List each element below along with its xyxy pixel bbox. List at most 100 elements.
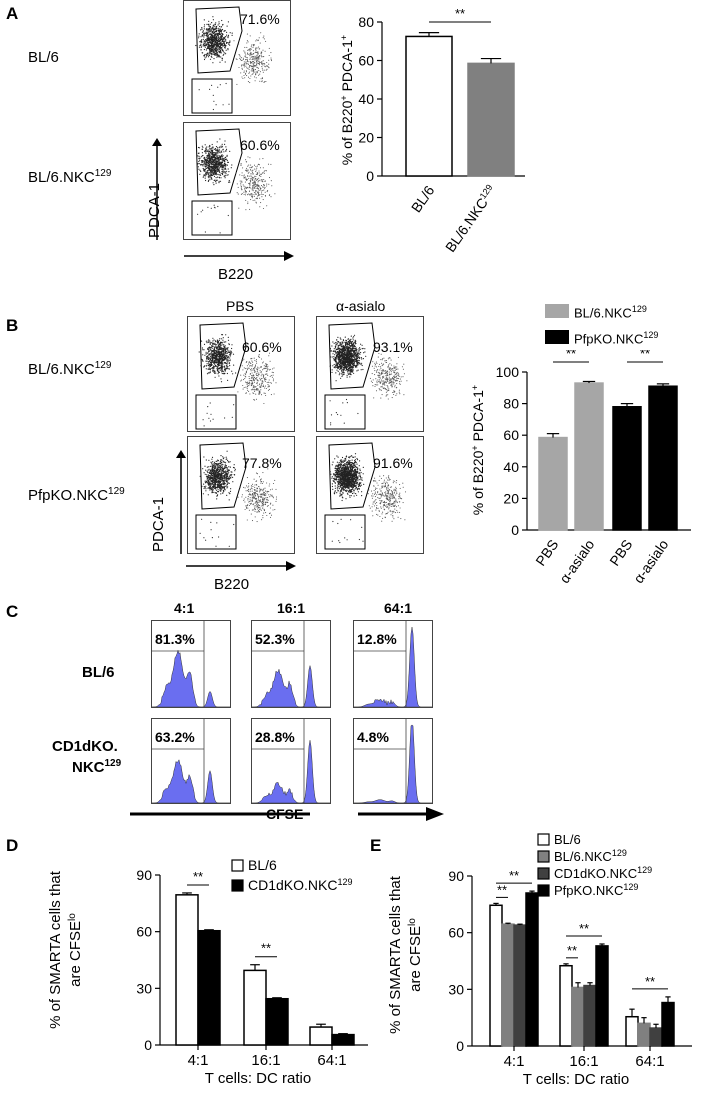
dot: [358, 357, 360, 359]
dot: [359, 353, 361, 355]
dot: [239, 180, 241, 182]
dot: [272, 374, 274, 376]
dot: [348, 350, 350, 352]
dot: [202, 419, 204, 421]
dot: [400, 376, 402, 378]
dot: [360, 351, 362, 354]
dot: [397, 372, 399, 374]
dot: [256, 185, 258, 187]
dot: [353, 344, 355, 346]
dot: [221, 173, 224, 175]
dot: [219, 36, 221, 39]
dotplot: [324, 322, 408, 430]
dot: [227, 357, 229, 359]
dot: [254, 177, 257, 179]
dot: [350, 356, 352, 358]
dot: [220, 355, 222, 357]
dot: [253, 76, 256, 78]
dot: [245, 161, 247, 163]
dot: [377, 356, 379, 358]
dot: [210, 351, 212, 353]
dot: [263, 392, 265, 394]
dot: [329, 349, 331, 351]
dot: [222, 355, 224, 357]
dot: [255, 61, 258, 63]
dot: [355, 353, 357, 355]
dot: [257, 191, 259, 193]
dot: [256, 70, 258, 72]
dot: [217, 156, 219, 158]
dot: [211, 345, 213, 347]
dot: [259, 189, 261, 191]
dot: [387, 385, 389, 387]
dot: [218, 174, 220, 176]
dot: [252, 171, 254, 173]
dot: [350, 335, 352, 337]
dot: [224, 355, 227, 357]
dot: [216, 357, 218, 359]
dot: [214, 39, 216, 41]
dot: [223, 485, 226, 487]
dot: [229, 355, 232, 357]
dot: [228, 478, 231, 480]
dot: [258, 164, 260, 166]
dot: [246, 194, 249, 196]
dot: [225, 165, 227, 167]
dot: [270, 375, 272, 377]
dot: [261, 382, 263, 385]
dot: [257, 163, 260, 165]
dot: [251, 44, 253, 46]
dot: [346, 374, 348, 376]
dot: [358, 363, 360, 365]
dot: [228, 343, 230, 346]
dot: [203, 168, 205, 170]
dot: [337, 413, 339, 416]
dot: [214, 48, 216, 50]
dot: [252, 380, 254, 382]
dot: [227, 37, 229, 39]
dot: [226, 170, 228, 172]
dot: [205, 44, 207, 47]
dot: [227, 379, 229, 381]
dot: [339, 355, 341, 357]
dot: [219, 353, 221, 356]
dot: [353, 363, 355, 365]
dot: [222, 167, 224, 169]
dot: [365, 355, 367, 357]
dot: [250, 46, 252, 48]
dot: [252, 65, 254, 67]
dot: [243, 176, 246, 178]
dot: [354, 351, 356, 353]
dot: [217, 368, 219, 370]
dot: [377, 371, 379, 373]
dot: [359, 362, 361, 364]
chart-a-y-tick-label: 60: [358, 53, 374, 69]
dot: [266, 367, 268, 369]
dot: [240, 72, 242, 74]
dot: [205, 165, 207, 168]
panel-b-gate-pct-2: 93.1%: [373, 339, 413, 355]
dot: [262, 189, 264, 192]
dot: [212, 163, 214, 165]
dot: [203, 48, 205, 51]
dot: [354, 342, 356, 344]
dot: [204, 32, 206, 34]
dot: [259, 387, 261, 389]
dot: [248, 378, 250, 380]
dot: [201, 39, 203, 41]
dot: [251, 56, 253, 58]
dot: [223, 175, 225, 177]
dot: [253, 186, 255, 188]
dot: [240, 163, 242, 165]
dot: [244, 377, 246, 380]
dot: [254, 359, 256, 361]
dot: [254, 192, 256, 194]
dot: [268, 352, 271, 354]
dot: [252, 44, 254, 46]
dot: [228, 181, 230, 183]
dot: [349, 358, 351, 360]
dot: [262, 63, 264, 65]
dot: [209, 179, 211, 181]
dot: [406, 380, 408, 382]
dot: [339, 368, 341, 371]
